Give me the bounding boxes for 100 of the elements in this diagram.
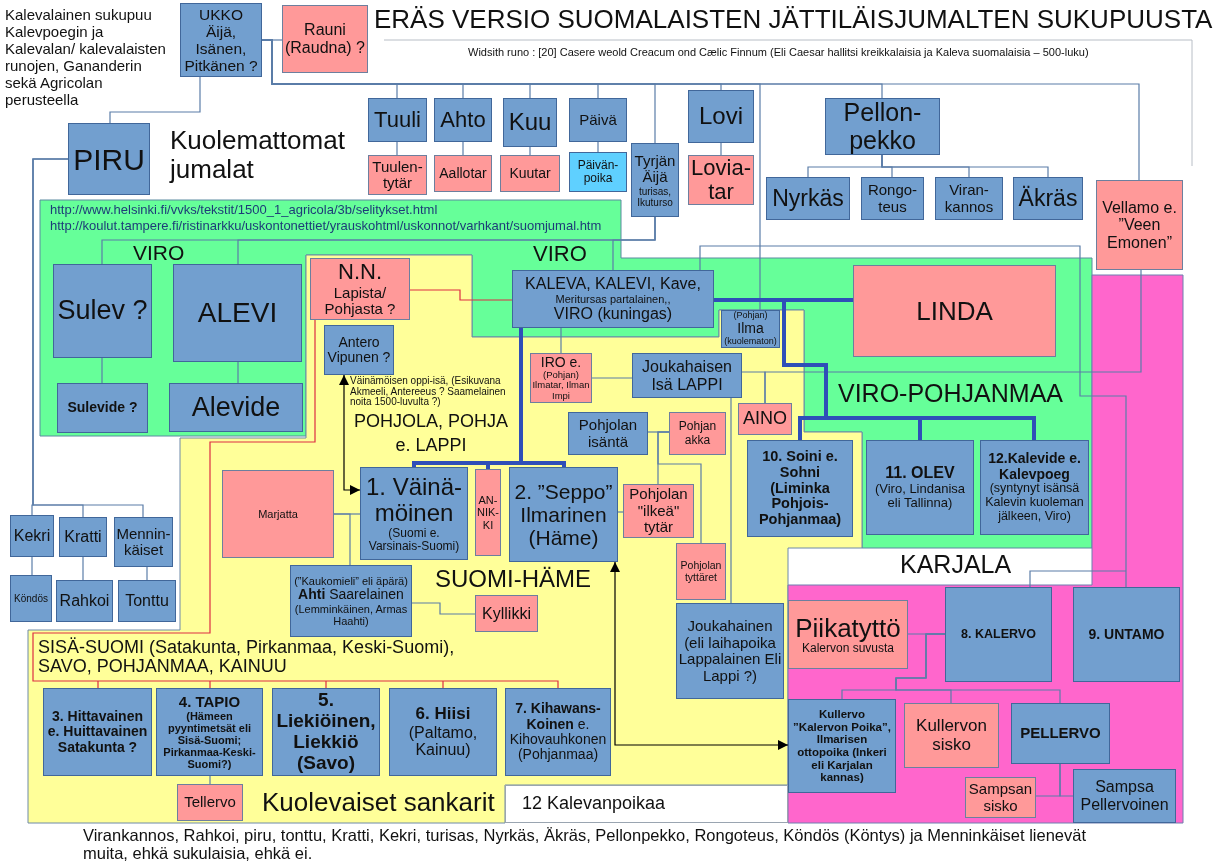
url-text: http://koulut.tampere.fi/ristinarkku/uskontonettiet/yrauskohtml/uskonnot/varhkant/suomjumal.htm [50,218,602,233]
person-name: Päivä [579,111,617,129]
connector-line [699,245,1127,588]
person-name: Piikatyttö [795,613,901,643]
person-note: Lapista/ Pohjasta ? [323,284,397,318]
person-note: (Paltamo, Kainuu) [407,723,479,759]
person-name: KALEVA, KALEVI, Kave, [525,275,701,293]
person-name: 10. Soini e. Sohni (Liminka Pohjois-Pohjanmaa) [757,448,843,529]
person-name: 8. KALERVO [961,627,1036,642]
person-name: PELLERVO [1020,725,1101,742]
person-name: Tonttu [125,592,169,610]
person-box [747,440,853,537]
person-name: Tuulen-tytär [371,158,424,192]
person-name: Kekri [13,527,51,545]
person-note: (kuolematon) [724,336,777,347]
person-name: LINDA [916,296,993,326]
person-box [475,595,538,632]
region-heading: Kuolevaiset sankarit [262,788,495,816]
person-name: (”Kaukomieli” eli äpärä) [294,575,408,588]
region-heading: VIRO [133,243,185,263]
person-box [434,98,492,142]
person-name: Päivän-poika [576,158,620,186]
person-box [57,383,148,433]
person-name: Pohjan akka [677,420,718,447]
person-name: Pohjolan isäntä [577,417,639,450]
connector-line [591,377,633,379]
person-box [1011,703,1110,764]
connector-line [333,513,351,566]
connector-line [409,289,513,301]
person-name: PIRU [73,142,145,176]
person-name: UKKO Äijä, Isänen, Pitkänen ? [183,5,259,75]
person-box [904,703,999,768]
connector-line [462,141,464,156]
person-box [222,470,334,558]
person-box [389,688,497,776]
person-name: Rahkoi [59,592,110,610]
person-box [569,152,627,192]
person-name: 7. Kihawans-Koinen e. Kihovauhkonen (Pohjanmaa) [508,701,608,763]
person-note: VIRO (kuningas) [553,305,673,323]
person-box [935,177,1003,220]
person-box [676,603,784,699]
person-box [1073,587,1180,682]
person-name: Kyllikki [482,604,531,623]
person-box [1096,180,1183,270]
person-note: (Lemminkäinen, Armas Haahti) [293,602,409,627]
note-panel [505,785,788,823]
person-name: Sampsa Pellervoinen [1079,778,1170,814]
person-name: Pohjolan "ilkeä" tytär [628,486,689,536]
person-box [360,467,468,560]
person-name: Aallotar [439,165,487,182]
person-note: turisas, Ikuturso [636,185,674,208]
person-box [169,383,303,432]
connector-line [146,566,148,581]
person-box [631,143,679,217]
person-box [530,353,592,403]
person-box [766,177,850,220]
person-box [512,270,714,328]
connector-line [730,397,732,604]
person-box [853,265,1056,357]
region-heading: KARJALA [900,551,1012,577]
person-box [475,469,501,556]
person-note: (Suomi e. Varsinais-Suomi) [367,526,461,554]
person-name: Tuuli [374,107,421,133]
connector-line [597,141,599,153]
person-box [568,412,648,455]
connector-line [396,141,398,156]
person-name: Kullervo ”Kalervon Poika”, Ilmarisen ottopoika (Inkeri eli Karjalan kannas) [792,708,892,784]
person-box [310,258,410,320]
person-name: Ahto [440,107,486,133]
person-name: 3. Hittavainen e. Huittavainen Satakunta ? [46,708,149,756]
person-box [945,587,1052,682]
person-name: 5. Liekiöinen, Liekkiö (Savo) [275,690,377,774]
person-note: (syntynyt isänsä Kalevin kuoleman jälkeen, Viro) [984,482,1085,524]
person-box [10,575,52,622]
person-name: Tyrjän Äijä [633,152,677,186]
diagram-title: ERÄS VERSIO SUOMALAISTEN JÄTTILÄISJUMALTEN SUKUPUUSTA [374,4,1213,34]
person-box [500,155,560,192]
person-box [788,699,896,793]
connector-line [529,146,531,156]
person-box [738,403,792,435]
connector-line [109,76,201,124]
connector-line [411,602,476,615]
person-box [68,123,150,195]
person-note: (Viro, Lindanisa eli Tallinna) [873,482,967,511]
person-box [368,98,427,142]
region-heading: VIRO-POHJANMAA [838,380,1064,406]
person-name: Kuutar [509,165,551,182]
person-name: Marjatta [258,507,298,521]
region-heading: SISÄ-SUOMI (Satakunta, Pirkanmaa, Keski-Suomi), SAVO, POHJANMAA, KAINUU [38,638,456,676]
person-box [866,440,974,535]
connector-line [720,142,722,156]
person-name: Kratti [64,528,102,546]
person-name: AINO [743,409,787,429]
connector-line [657,431,702,544]
url-text: http://www.helsinki.fi/vvks/tekstit/1500_1_agricola/3b/selitykset.html [50,202,438,217]
person-box [156,688,263,776]
person-name: 11. OLEV [885,464,955,482]
person-name: N.N. [338,260,382,285]
note-text: 12 Kalevanpoikaa [522,794,666,814]
person-box [505,688,611,776]
